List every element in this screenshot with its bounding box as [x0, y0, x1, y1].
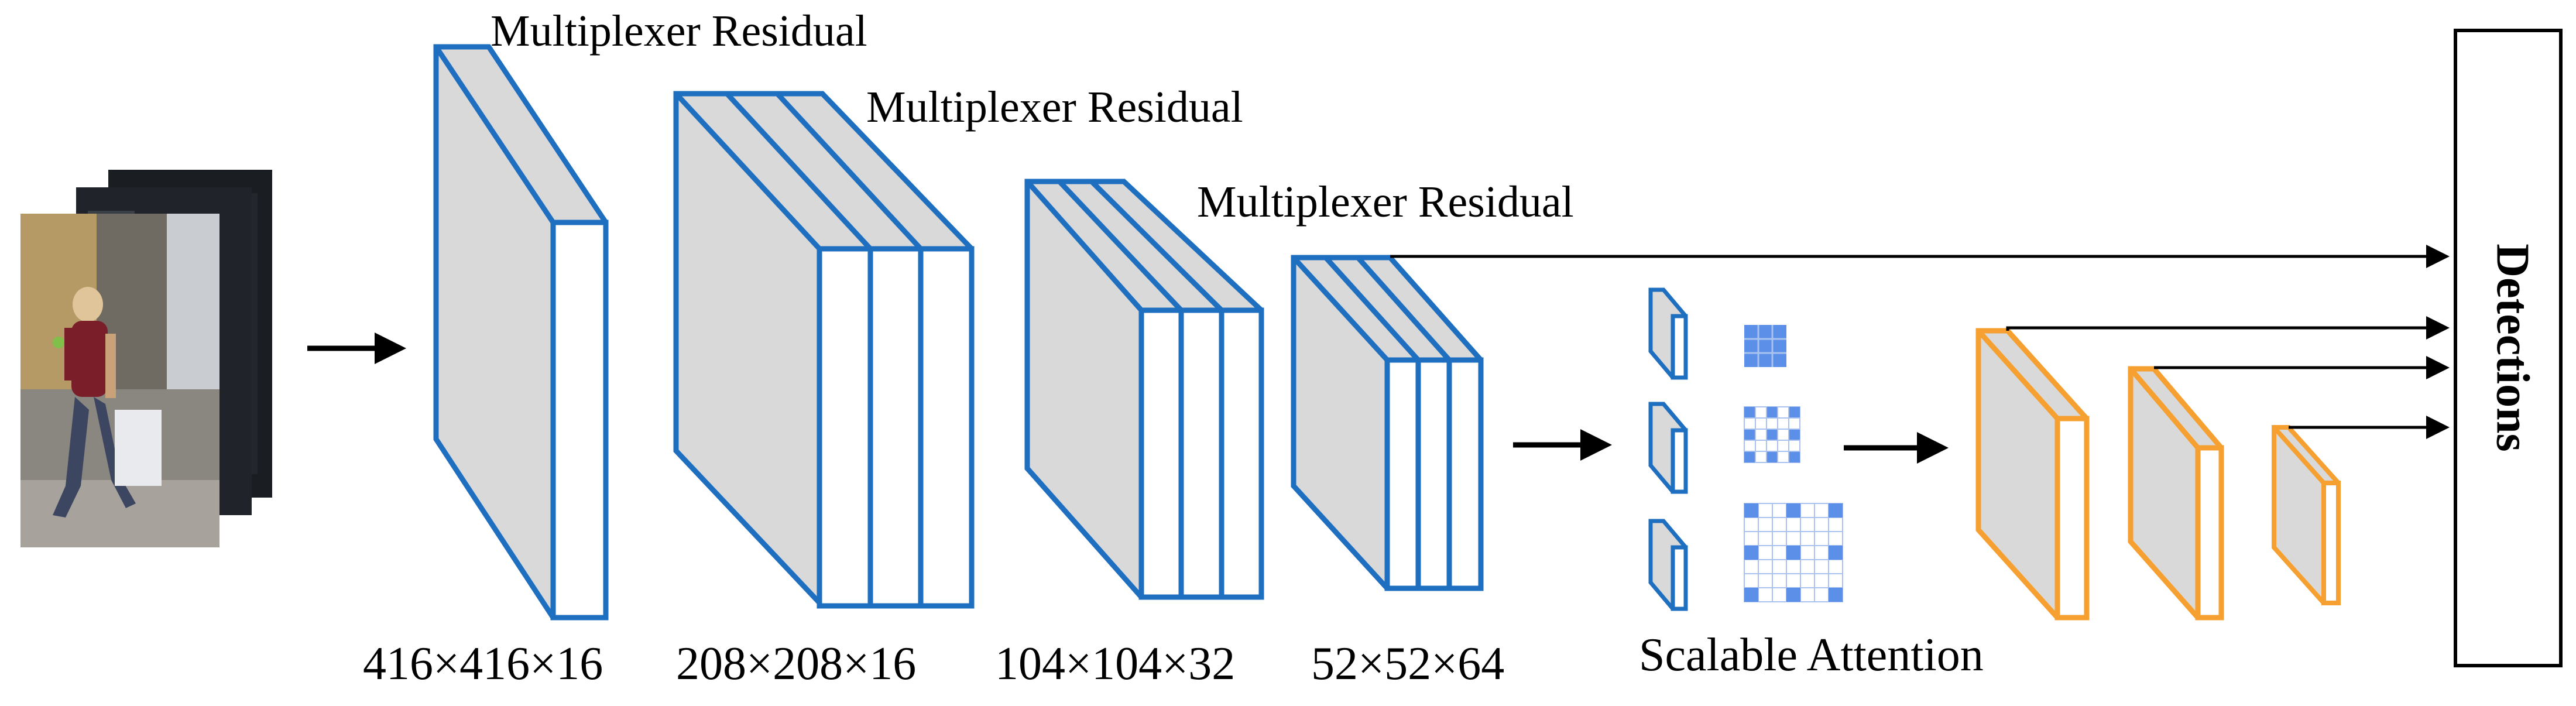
mux-label-1: Multiplexer Residual	[490, 6, 867, 56]
attention-label: Scalable Attention	[1639, 629, 1984, 681]
dim-label-1: 416×416×16	[363, 638, 603, 690]
feature-block-3	[1024, 179, 1264, 600]
attention-mini-blocks	[1648, 287, 1688, 611]
detection-head-3	[2272, 425, 2341, 605]
detection-head-2	[2128, 366, 2224, 621]
detection-head-1	[1975, 328, 2090, 621]
attention-pattern-dilated	[1744, 406, 1800, 463]
arrow-from-head1	[2006, 316, 2450, 340]
input-image-stack	[20, 170, 272, 547]
detections-box	[2454, 29, 2563, 667]
attention-pattern-dense	[1744, 325, 1786, 367]
dim-label-3: 104×104×32	[995, 638, 1235, 690]
feature-block-2	[673, 91, 975, 609]
feature-block-1	[433, 44, 609, 621]
pedestrian-figure	[53, 287, 162, 517]
feature-block-4	[1291, 255, 1484, 591]
mux-label-2: Multiplexer Residual	[866, 83, 1243, 132]
mux-label-3: Multiplexer Residual	[1197, 177, 1574, 227]
detection-arrows	[1390, 245, 2450, 439]
dim-label-4: 52×52×64	[1311, 638, 1504, 690]
dim-label-2: 208×208×16	[676, 638, 916, 690]
detections-label: Detections	[2487, 244, 2539, 451]
attention-pattern-sparse	[1744, 503, 1843, 602]
